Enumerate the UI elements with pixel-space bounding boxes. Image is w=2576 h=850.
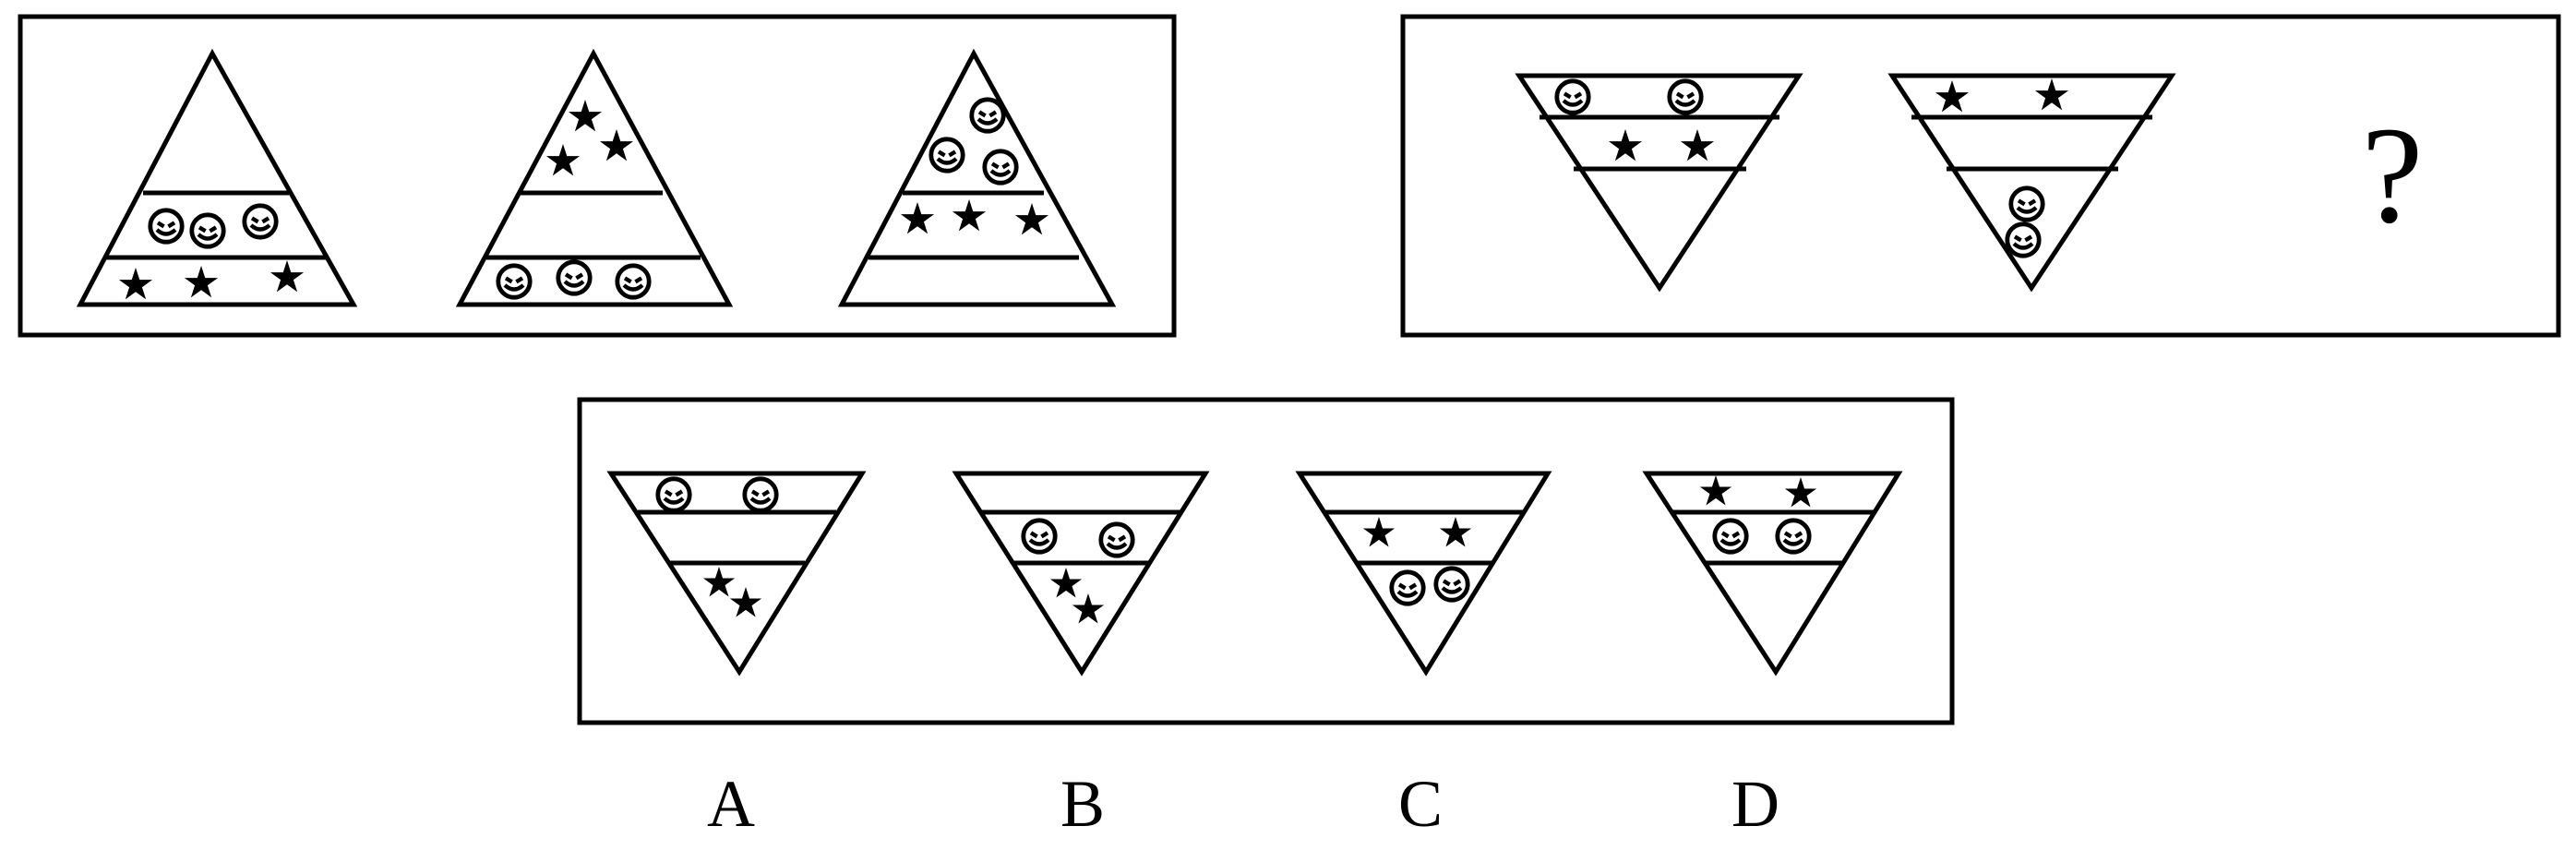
star-icon [1935, 80, 1970, 113]
option-a-figure[interactable] [606, 471, 867, 676]
option-labels: A B C D [707, 767, 1779, 841]
smiley-face-icon [1670, 81, 1701, 113]
smiley-face-icon [558, 262, 590, 293]
smiley-face-icon [150, 210, 182, 242]
option-label-d[interactable]: D [1731, 767, 1779, 841]
star-icon [545, 144, 581, 176]
star-icon [599, 129, 634, 162]
question-mark: ? [2362, 99, 2424, 252]
smiley-face-icon [2011, 188, 2043, 220]
smiley-face-icon [2007, 224, 2039, 256]
star-icon [900, 202, 935, 234]
star-icon [702, 567, 736, 597]
smiley-face-icon [1024, 521, 1055, 552]
smiley-face-icon [498, 266, 530, 297]
star-icon [270, 260, 305, 293]
star-icon [1072, 593, 1105, 624]
question-panel: ? [1400, 14, 2561, 338]
smiley-face-icon [745, 479, 776, 510]
star-icon [118, 268, 153, 300]
figure-2-triangle [455, 48, 734, 307]
star-icon [184, 266, 219, 298]
smiley-face-icon [972, 100, 1003, 131]
star-icon [2034, 78, 2069, 111]
star-icon [1784, 477, 1817, 508]
figure-4-inverted-triangle [1515, 73, 1803, 293]
option-label-b[interactable]: B [1060, 767, 1105, 841]
option-b-figure[interactable] [952, 471, 1210, 676]
star-icon [952, 199, 987, 232]
smiley-face-icon [1715, 521, 1746, 552]
star-icon [1608, 129, 1643, 162]
star-icon [1439, 517, 1472, 547]
star-icon [1049, 568, 1083, 598]
star-icon [1014, 203, 1049, 235]
smiley-face-icon [192, 215, 223, 246]
options-panel [577, 397, 1955, 725]
option-d-figure[interactable] [1642, 471, 1903, 676]
figure-3-triangle [837, 48, 1117, 307]
option-label-a[interactable]: A [707, 767, 755, 841]
smiley-face-icon [1436, 569, 1468, 600]
star-icon [1680, 129, 1715, 162]
smiley-face-icon [1778, 521, 1809, 552]
star-icon [568, 100, 603, 132]
option-c-figure[interactable] [1295, 471, 1552, 676]
smiley-face-icon [1392, 572, 1423, 604]
smiley-face-icon [1101, 524, 1132, 556]
star-icon [1699, 475, 1732, 506]
smiley-face-icon [245, 206, 276, 237]
figure-1-triangle [76, 48, 358, 307]
smiley-face-icon [931, 139, 963, 171]
option-label-c[interactable]: C [1398, 767, 1443, 841]
smiley-face-icon [658, 479, 689, 510]
smiley-face-icon [617, 266, 649, 297]
sequence-panel [18, 14, 1177, 338]
star-icon [1362, 517, 1396, 547]
figure-5-inverted-triangle [1887, 73, 2176, 293]
star-icon [729, 587, 762, 617]
smiley-face-icon [1557, 81, 1588, 113]
smiley-face-icon [985, 151, 1016, 183]
